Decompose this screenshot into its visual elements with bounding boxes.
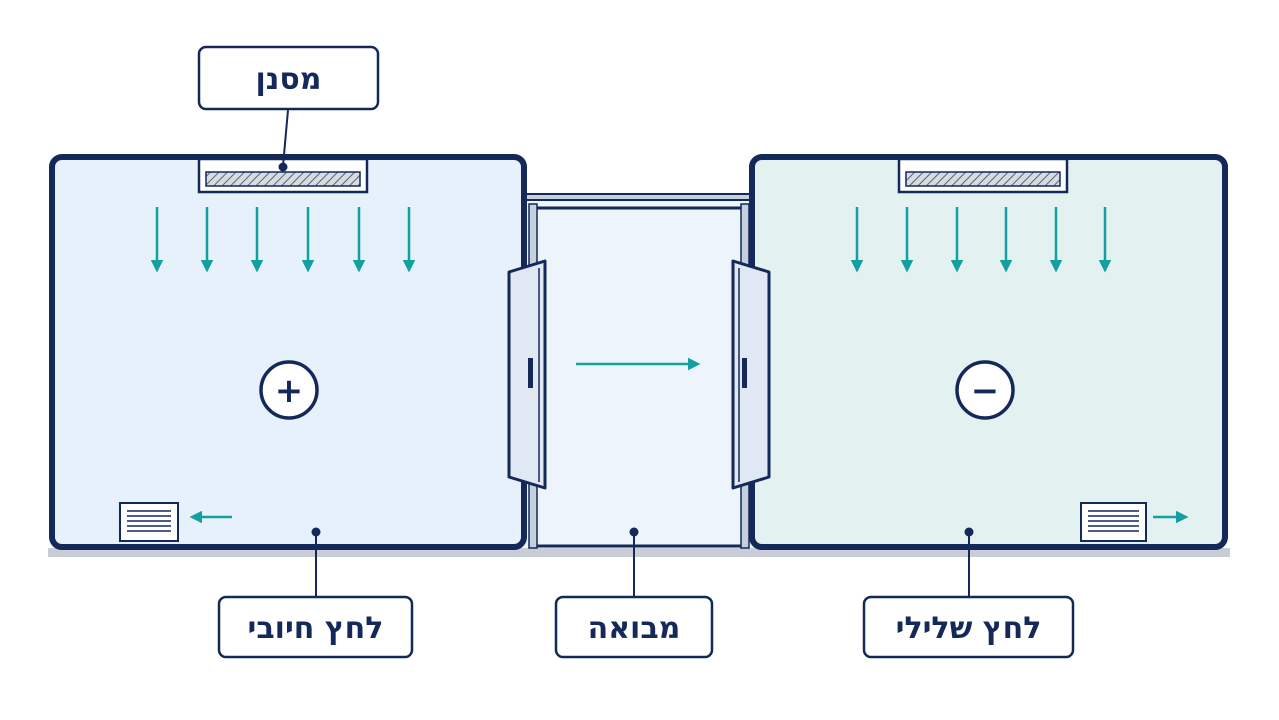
vent-grille-icon (119, 502, 179, 542)
negative-pressure-room (749, 154, 1228, 550)
door-right (731, 259, 771, 490)
hepa-filter-icon (897, 157, 1069, 194)
svg-text:+: + (275, 371, 304, 411)
svg-text:לחץ חיובי: לחץ חיובי (248, 611, 384, 646)
svg-text:מסנן: מסנן (256, 62, 322, 97)
leader-dot (278, 162, 288, 172)
leader-dot (964, 527, 974, 537)
svg-text:−: − (971, 371, 1000, 411)
positive-pressure-room (49, 154, 527, 550)
leader-dot (629, 527, 639, 537)
leader-dot (311, 527, 321, 537)
negative-pressure-label: לחץ שלילי (862, 595, 1075, 659)
anteroom-label: מבואה (554, 595, 714, 659)
door-left (507, 259, 547, 490)
svg-text:מבואה: מבואה (588, 611, 681, 646)
filter-label: מסנן (197, 45, 380, 111)
floor-line (48, 548, 1230, 557)
leader-line (282, 109, 289, 167)
hepa-filter-icon (197, 157, 369, 194)
svg-text:לחץ שלילי: לחץ שלילי (896, 611, 1042, 646)
anteroom (522, 193, 756, 549)
positive-pressure-label: לחץ חיובי (217, 595, 414, 659)
positive-symbol: + (259, 360, 319, 420)
vent-grille-icon (1080, 502, 1147, 542)
negative-symbol: − (955, 360, 1015, 420)
